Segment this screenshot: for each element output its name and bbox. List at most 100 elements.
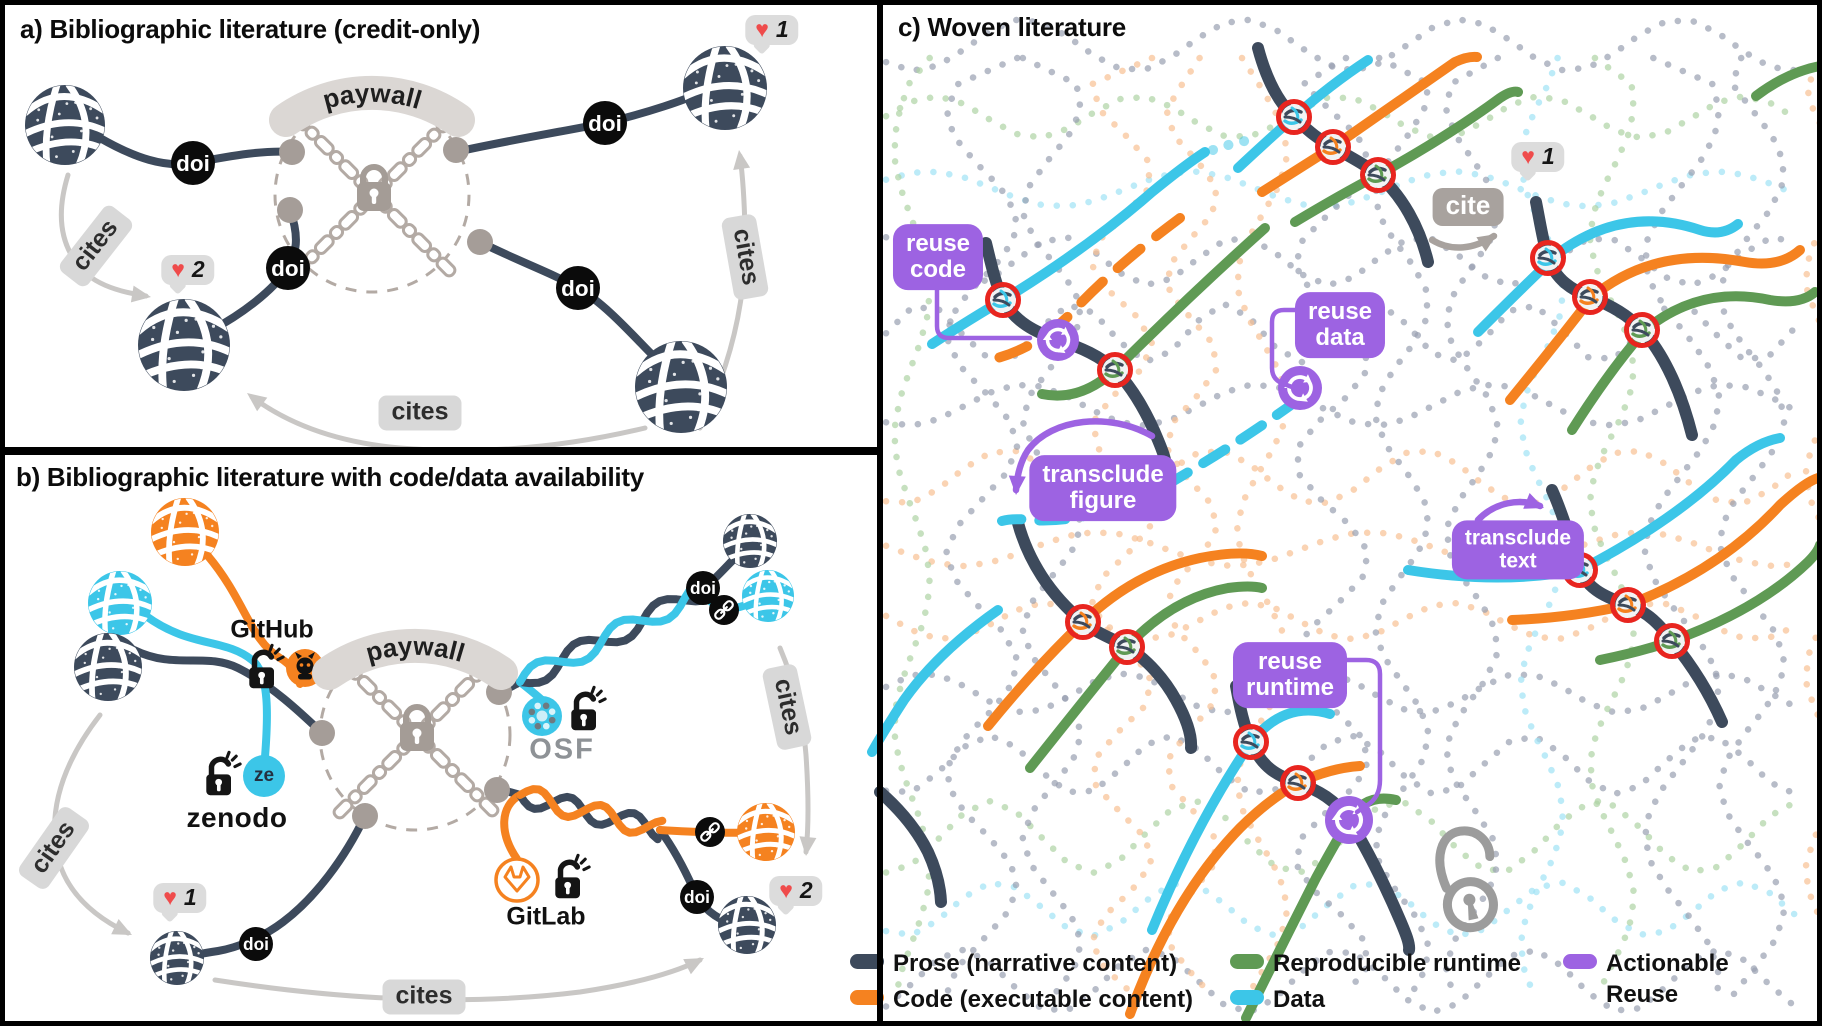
badge-line: code: [909, 256, 967, 283]
likes-count: 1: [775, 16, 789, 42]
doi-label: doi: [176, 151, 210, 176]
badge-line: reuse: [1257, 648, 1323, 676]
likes-count: 1: [1541, 143, 1555, 169]
connector-dot: [443, 137, 469, 163]
reuse-knot: [1109, 629, 1145, 665]
recycle-icon: [1278, 366, 1322, 410]
transclude-figure-badge: transclude figure: [1029, 455, 1177, 521]
lock-icon: [400, 704, 434, 751]
cites-label: cites: [382, 979, 466, 1015]
likes-count: 2: [799, 877, 813, 903]
reuse-code-badge: reuse code: [892, 224, 984, 290]
doi-label: doi: [588, 111, 622, 136]
gitlab-label: GitLab: [506, 902, 586, 931]
badge-line: transclude: [1042, 461, 1164, 489]
heart-icon: ♥: [171, 256, 185, 282]
yarn-ball: [88, 571, 152, 635]
legend-swatch: [850, 954, 884, 969]
yarn-ball: [635, 341, 727, 433]
cites-label: cites: [15, 803, 93, 893]
reuse-knot: [1097, 352, 1133, 388]
reuse-knot: [1624, 312, 1660, 348]
doi-badge: doi: [171, 141, 215, 185]
doi-badge: doi: [239, 927, 273, 961]
reuse-knot: [1276, 99, 1312, 135]
osf-label: OSF: [529, 733, 595, 766]
heart-icon: ♥: [755, 16, 769, 42]
unlock-icon: [206, 750, 242, 796]
connector-dot: [484, 777, 510, 803]
heart-icon: ♥: [779, 877, 793, 903]
zenodo-badge-label: ze: [253, 765, 275, 786]
cites-label: cites: [56, 202, 136, 290]
legend-item-code: Code (executable content): [850, 984, 1193, 1015]
legend-swatch: [1563, 954, 1597, 969]
badge-line: transclude: [1464, 526, 1572, 550]
legend-swatch: [1230, 954, 1264, 969]
reuse-knot: [1315, 129, 1351, 165]
link-icon: [695, 817, 725, 847]
connector-dot: [352, 803, 378, 829]
legend-swatch: [850, 990, 884, 1005]
reuse-knot: [1572, 279, 1608, 315]
reuse-knot: [985, 282, 1021, 318]
connector-dot: [467, 229, 493, 255]
likes-badge: ♥ 2: [161, 255, 215, 285]
legend-label: Reproducible runtime: [1273, 950, 1522, 977]
likes-count: 1: [183, 884, 197, 910]
doi-label: doi: [271, 256, 305, 281]
unlock-icon: [555, 853, 591, 899]
legend-item-actionable-reuse: Actionable Reuse: [1563, 948, 1756, 1010]
likes-badge: ♥ 2: [769, 876, 823, 906]
badge-line: reuse: [905, 230, 971, 258]
reuse-knot: [1065, 604, 1101, 640]
panel-c-title: c) Woven literature: [898, 12, 1126, 42]
badge-line: reuse: [1307, 298, 1373, 326]
reuse-knot: [1360, 157, 1396, 193]
doi-badge: doi: [680, 880, 714, 914]
doi-badge: doi: [686, 571, 720, 605]
legend-item-data: Data: [1230, 984, 1325, 1015]
legend-label: Prose (narrative content): [893, 950, 1178, 977]
reuse-knots: [985, 99, 1690, 801]
badge-line: figure: [1069, 487, 1137, 514]
legend-label: Code (executable content): [893, 986, 1194, 1013]
cites-label: cites: [761, 662, 813, 752]
reuse-knot: [1233, 724, 1269, 760]
zenodo-label: zenodo: [186, 802, 288, 833]
lock-icon: [357, 164, 391, 211]
osf-icon: [522, 696, 562, 736]
likes-badge: ♥ 1: [153, 883, 207, 913]
yarn-ball: [683, 46, 767, 130]
doi-label: doi: [684, 887, 710, 907]
reuse-knot: [1530, 240, 1566, 276]
yarn-ball: [737, 803, 795, 861]
heart-icon: ♥: [1521, 143, 1535, 169]
heart-icon: ♥: [163, 884, 177, 910]
legend-label: Actionable Reuse: [1606, 950, 1729, 1009]
yarn-ball: [138, 299, 230, 391]
zenodo-icon: [243, 755, 285, 797]
doi-label: doi: [243, 934, 269, 954]
connector-dot: [279, 139, 305, 165]
recycle-icon: [1037, 319, 1079, 361]
github-label: GitHub: [230, 615, 314, 644]
yarn-ball: [25, 85, 105, 165]
legend-item-runtime: Reproducible runtime: [1230, 948, 1521, 979]
reuse-knot: [1610, 587, 1646, 623]
reuse-knot: [1280, 765, 1316, 801]
panel-b-title: b) Bibliographic literature with code/da…: [16, 462, 644, 492]
cites-label: cites: [378, 395, 462, 431]
badge-line: runtime: [1245, 674, 1335, 701]
legend-swatch: [1230, 990, 1264, 1005]
doi-badge: doi: [556, 266, 600, 310]
paywall-banner-a: paywall: [269, 75, 475, 137]
yarn-ball: [718, 896, 776, 954]
cite-badge: cite: [1432, 188, 1504, 226]
legend-item-prose: Prose (narrative content): [850, 948, 1177, 979]
unlock-icon: [249, 643, 285, 689]
yarn-ball: [723, 514, 777, 568]
reuse-knot: [1654, 623, 1690, 659]
gitlab-icon: [494, 857, 540, 903]
